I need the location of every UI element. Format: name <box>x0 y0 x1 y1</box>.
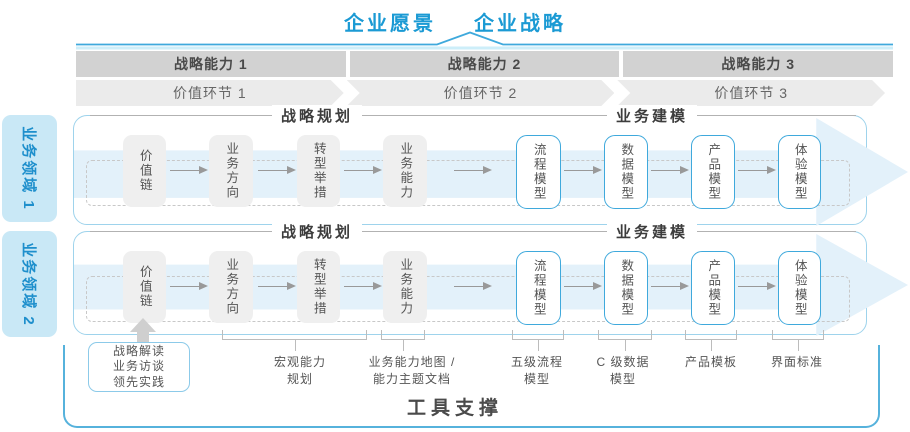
business-modeling-header: 业务建模 <box>607 105 698 126</box>
capability-bar-3: 战略能力 3 <box>623 51 894 77</box>
brace-icon <box>772 330 824 351</box>
value-link-2: 价值环节 2 <box>347 80 615 106</box>
brace-icon <box>381 330 425 351</box>
diagram-title: 企业愿景 企业战略 <box>0 7 910 36</box>
strategic-planning-header: 战略规划 <box>272 105 363 126</box>
flow-arrow-icon <box>170 282 208 290</box>
header-divider-line <box>90 231 856 232</box>
value-chain-box: 价值链 <box>123 135 166 207</box>
up-arrow-icon <box>137 331 149 345</box>
note-capability-map: 业务能力地图 / 能力主题文档 <box>368 355 456 387</box>
business-domain-label-2: 业务领域 2 <box>2 231 57 337</box>
vision-title: 企业愿景 <box>344 13 436 35</box>
capability-bar-1: 战略能力 1 <box>76 51 346 77</box>
brace-icon <box>512 330 564 351</box>
business-domain-row-1: 战略规划 业务建模 价值链 业务方向 转型举措 业务能力 流程模型 数据模型 产… <box>73 105 908 226</box>
brace-icon <box>222 330 367 351</box>
strategy-title: 企业战略 <box>474 13 566 35</box>
process-model-box: 流程模型 <box>516 251 561 325</box>
dashed-flow-outline <box>86 160 850 206</box>
flow-arrow-icon <box>738 166 776 174</box>
transformation-initiative-box: 转型举措 <box>297 251 340 323</box>
flow-arrow-icon <box>564 282 602 290</box>
flow-arrow-icon <box>258 282 296 290</box>
flow-arrow-icon <box>454 282 492 290</box>
flow-arrow-icon <box>454 166 492 174</box>
business-capability-box: 业务能力 <box>383 251 427 323</box>
note-macro-capability: 宏观能力 规划 <box>273 355 327 387</box>
brace-icon <box>598 330 652 351</box>
experience-model-box: 体验模型 <box>778 135 821 209</box>
flow-arrow-icon <box>344 166 382 174</box>
tool-support-container <box>63 345 880 428</box>
practice-methods-box: 战略解读 业务访谈 领先实践 <box>88 342 190 392</box>
header-divider-line <box>90 115 856 116</box>
data-model-box: 数据模型 <box>604 135 648 209</box>
dashed-flow-outline <box>86 276 850 322</box>
flow-arrow-icon <box>564 166 602 174</box>
value-link-3: 价值环节 3 <box>617 80 885 106</box>
flow-arrow-icon <box>738 282 776 290</box>
strategic-capability-bars: 战略能力 1 战略能力 2 战略能力 3 <box>76 51 894 77</box>
capability-bar-2: 战略能力 2 <box>349 51 620 77</box>
value-link-1: 价值环节 1 <box>76 80 344 106</box>
business-capability-box: 业务能力 <box>383 135 427 207</box>
up-arrow-icon <box>130 318 156 332</box>
experience-model-box: 体验模型 <box>778 251 821 325</box>
note-data-model: C 级数据 模型 <box>596 355 650 387</box>
product-model-box: 产品模型 <box>691 135 735 209</box>
business-direction-box: 业务方向 <box>209 135 253 207</box>
transformation-initiative-box: 转型举措 <box>297 135 340 207</box>
note-ui-standard: 界面标准 <box>770 355 824 369</box>
tool-support-title: 工具支撑 <box>406 398 503 419</box>
business-direction-box: 业务方向 <box>209 251 253 323</box>
product-model-box: 产品模型 <box>691 251 735 325</box>
flow-arrow-icon <box>344 282 382 290</box>
business-domain-row-2: 战略规划 业务建模 价值链 业务方向 转型举措 业务能力 流程模型 数据模型 产… <box>73 221 908 336</box>
note-process-model: 五级流程 模型 <box>510 355 564 387</box>
flow-arrow-icon <box>651 166 689 174</box>
flow-arrow-icon <box>170 166 208 174</box>
data-model-box: 数据模型 <box>604 251 648 325</box>
business-domain-label-1: 业务领域 1 <box>2 115 57 222</box>
value-chain-box: 价值链 <box>123 251 166 323</box>
process-model-box: 流程模型 <box>516 135 561 209</box>
business-modeling-header: 业务建模 <box>607 221 698 242</box>
strategic-planning-header: 战略规划 <box>272 221 363 242</box>
value-link-band: 价值环节 1 价值环节 2 价值环节 3 <box>76 80 885 106</box>
flow-arrow-icon <box>651 282 689 290</box>
brace-icon <box>685 330 737 351</box>
flow-arrow-icon <box>258 166 296 174</box>
note-product-template: 产品模板 <box>684 355 738 369</box>
